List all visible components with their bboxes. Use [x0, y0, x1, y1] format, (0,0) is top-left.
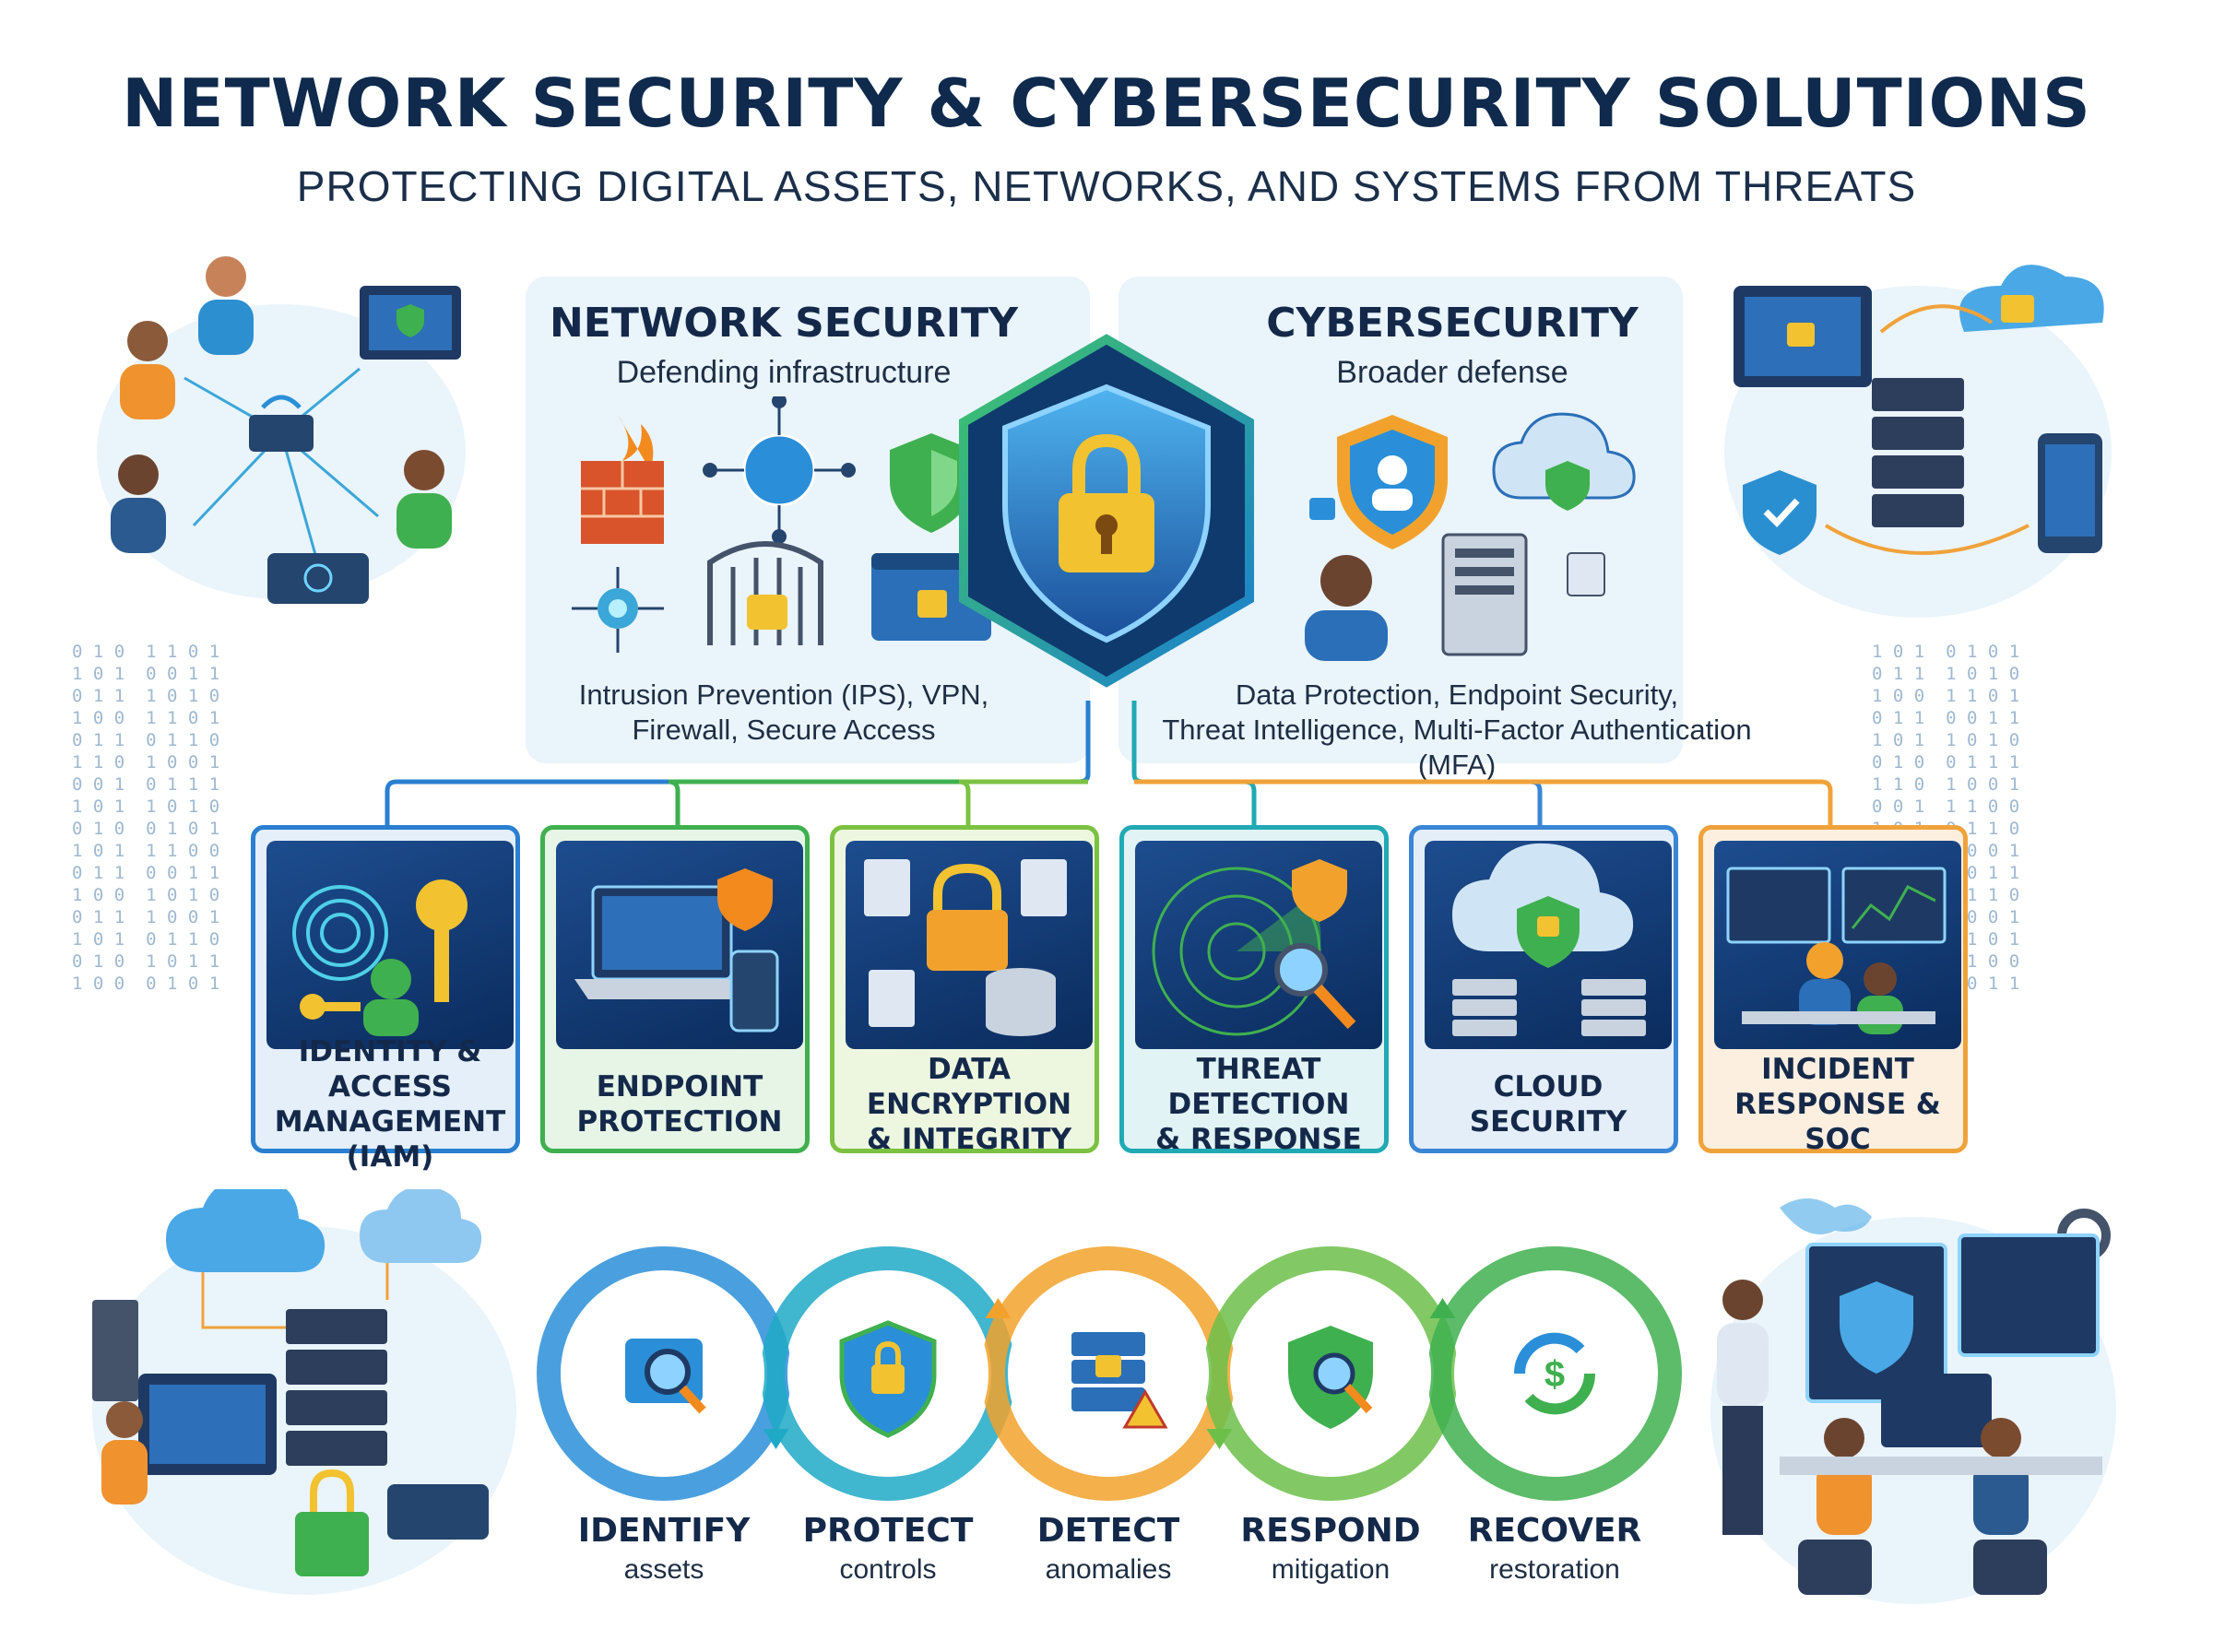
soc-team-illustration — [1710, 1198, 2116, 1604]
infrastructure-illustration — [92, 1189, 516, 1595]
cycle-arrow-icon — [1206, 1429, 1233, 1449]
network-icons-group — [572, 396, 991, 653]
person-icon — [101, 1401, 148, 1504]
binary-left-decoration: 0 1 0 1 1 0 1 1 0 1 0 0 1 1 0 1 1 1 0 1 … — [72, 642, 220, 994]
stage-recover-sub: restoration — [1489, 1554, 1620, 1585]
cybersecurity-desc-line1: Data Protection, Endpoint Security, — [1235, 678, 1679, 711]
card-threat-detection-label: THREAT DETECTION& RESPONSE — [1155, 1053, 1362, 1156]
stage-respond-sub: mitigation — [1271, 1554, 1391, 1585]
cybersecurity-subtitle: Broader defense — [1336, 355, 1568, 390]
stage-recover-ring — [1427, 1246, 1682, 1501]
card-cloud-security-image — [1425, 841, 1672, 1049]
network-security-desc-line1: Intrusion Prevention (IPS), VPN, — [578, 678, 989, 711]
laptop-shield-icon — [574, 868, 779, 1032]
stage-detect-sub: anomalies — [1045, 1554, 1172, 1585]
doc-lock-icon — [1567, 552, 1605, 596]
page-subtitle: PROTECTING DIGITAL ASSETS, NETWORKS, AND… — [296, 162, 1917, 210]
cyber-icons-group — [1305, 412, 1636, 661]
server-tower-icon — [1441, 533, 1528, 656]
user-shield-icon — [1337, 415, 1448, 549]
person-icon — [111, 454, 166, 553]
cloud-lock-icon — [1452, 843, 1646, 1036]
svg-text:$: $ — [1544, 1354, 1565, 1395]
person-icon — [120, 321, 175, 419]
server-warning-icon — [1071, 1332, 1168, 1429]
database-lock-icon — [864, 859, 1067, 1036]
radar-icon — [1152, 859, 1356, 1036]
cycle-arrow-icon — [1429, 1298, 1456, 1318]
person-icon — [396, 450, 452, 549]
small-lock-icon — [1309, 498, 1335, 520]
stage-recover-label: RECOVER — [1467, 1512, 1642, 1550]
card-threat-detection-image — [1135, 841, 1382, 1049]
soc-monitor-icon — [1726, 867, 1947, 1034]
cybersecurity-desc-line2: Threat Intelligence, Multi-Factor Authen… — [1162, 714, 1752, 781]
firewall-icon — [581, 415, 664, 544]
network-security-title: NETWORK SECURITY — [549, 300, 1019, 347]
green-shield-icon — [890, 433, 973, 533]
recover-cycle-icon: $ — [1513, 1332, 1596, 1415]
user-avatar-icon — [1305, 555, 1388, 661]
stage-protect-sub: controls — [839, 1554, 937, 1585]
connector-lines — [385, 701, 1833, 828]
stage-identify-sub: assets — [623, 1554, 704, 1585]
card-data-encryption-image — [846, 841, 1093, 1049]
stage-identify-label: IDENTIFY — [577, 1512, 751, 1550]
cloud-server-illustration — [1724, 265, 2112, 618]
card-iam-image — [266, 841, 514, 1049]
gate-lock-icon — [707, 541, 823, 645]
person-icon — [198, 256, 254, 355]
page-title: NETWORK SECURITY & CYBERSECURITY SOLUTIO… — [122, 65, 2091, 142]
person-icon — [1817, 1418, 1872, 1535]
node-network-icon — [572, 567, 664, 653]
card-incident-response-image — [1714, 841, 1961, 1049]
card-threat-detection[interactable]: THREAT DETECTION& RESPONSE — [1119, 825, 1389, 1156]
card-endpoint-image — [556, 841, 803, 1049]
magnifier-icon — [625, 1339, 706, 1414]
shield-lock-icon — [839, 1320, 937, 1438]
stage-recover-disc — [1454, 1273, 1655, 1474]
person-icon — [1717, 1280, 1769, 1535]
cloud-check-icon — [1492, 412, 1636, 511]
stage-protect-label: PROTECT — [802, 1512, 974, 1550]
team-network-illustration — [97, 256, 466, 604]
card-data-encryption-label: DATA ENCRYPTION& INTEGRITY — [866, 1053, 1072, 1156]
card-data-encryption[interactable]: DATA ENCRYPTION& INTEGRITY — [830, 825, 1099, 1156]
cybersecurity-title: CYBERSECURITY — [1266, 300, 1639, 347]
cycle-arrow-icon — [763, 1429, 789, 1449]
stage-detect-label: DETECT — [1036, 1512, 1180, 1550]
central-shield-lock-icon — [959, 334, 1254, 688]
person-icon — [1973, 1418, 2029, 1535]
globe-network-icon — [703, 396, 856, 544]
network-security-subtitle: Defending infrastructure — [616, 355, 952, 390]
security-lifecycle-ring: $ — [537, 1246, 1682, 1501]
response-shield-icon — [1288, 1326, 1373, 1429]
cycle-arrow-icon — [985, 1298, 1012, 1318]
network-security-desc-line2: Firewall, Secure Access — [632, 714, 936, 746]
fingerprint-key-icon — [292, 879, 467, 1036]
stage-respond-label: RESPOND — [1240, 1512, 1421, 1550]
